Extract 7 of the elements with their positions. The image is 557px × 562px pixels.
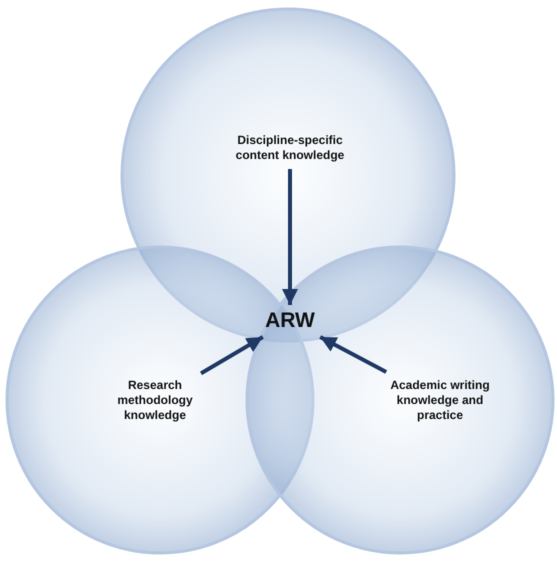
circle-label: Discipline-specific content knowledge <box>215 133 365 163</box>
arrow <box>319 335 388 374</box>
intersection-label: ARW <box>262 308 318 334</box>
arrow <box>282 169 298 305</box>
arrow <box>200 335 264 376</box>
circle-label: Academic writing knowledge and practice <box>372 378 508 423</box>
circle-label: Research methodology knowledge <box>115 378 195 423</box>
